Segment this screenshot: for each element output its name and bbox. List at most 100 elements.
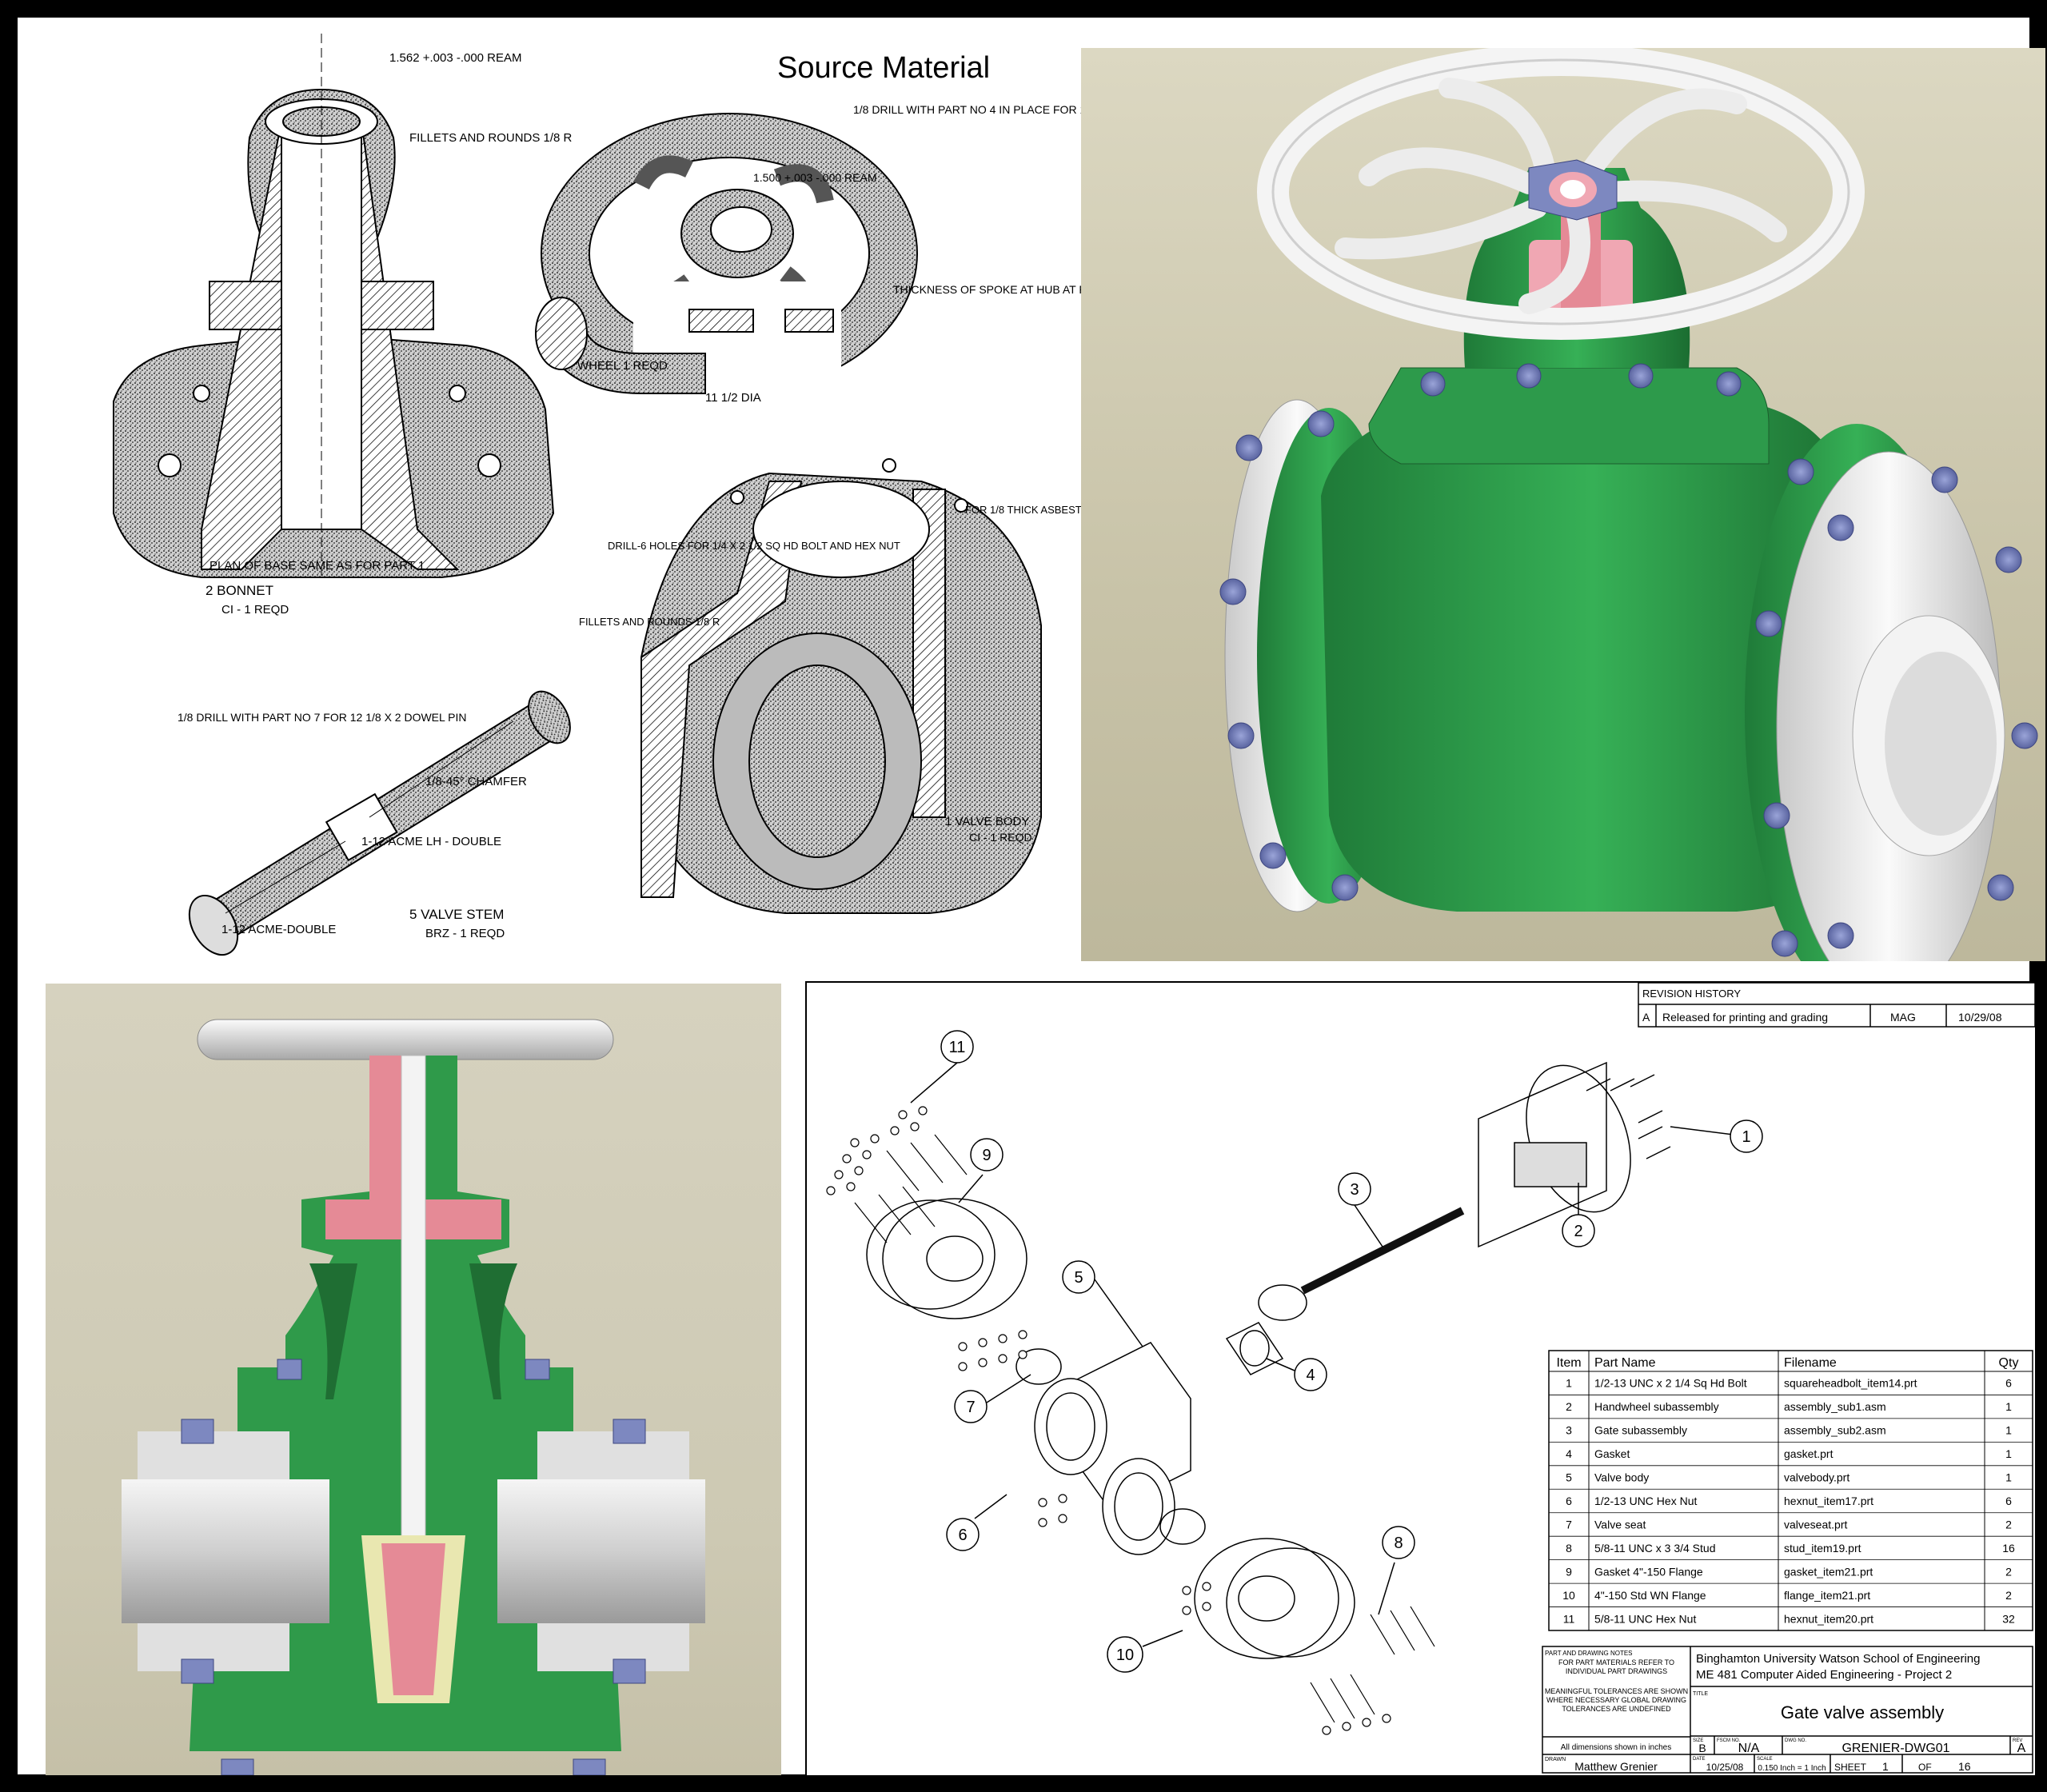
handwheel-spokes	[1335, 78, 1787, 314]
bom-filename: flange_item21.prt	[1784, 1589, 1870, 1602]
section-stem	[401, 1055, 426, 1560]
assembly-drawing: REVISION HISTORY A Released for printing…	[826, 983, 2035, 1774]
bom-filename: hexnut_item17.prt	[1784, 1495, 1873, 1507]
date-label: DATE	[1693, 1757, 1706, 1762]
flange-bolts	[1219, 363, 2038, 957]
valve-body-sketch	[640, 458, 1042, 914]
balloons	[910, 1030, 1763, 1673]
fscm-label: FSCM NO.	[1717, 1738, 1741, 1743]
bom-item: 7	[1566, 1518, 1572, 1531]
title-block	[1542, 1646, 2033, 1774]
rev-value: A	[2017, 1742, 2026, 1755]
bom-qty: 32	[2002, 1612, 2015, 1625]
bom-header-qty: Qty	[1999, 1356, 2019, 1370]
bom-qty: 6	[2005, 1495, 2012, 1507]
course-name: ME 481 Computer Aided Engineering - Proj…	[1696, 1668, 1952, 1682]
bom-header-file: Filename	[1784, 1356, 1837, 1370]
dwg-label: DWG NO.	[1785, 1738, 1806, 1743]
bonnet-sketch	[113, 34, 555, 578]
balloon-2-label: 2	[1574, 1223, 1582, 1240]
bom-part-name: 5/8-11 UNC x 3 3/4 Stud	[1594, 1542, 1715, 1555]
bom-filename: assembly_sub1.asm	[1784, 1400, 1886, 1413]
drawn-label: DRAWN	[1545, 1757, 1566, 1762]
bom-qty: 1	[2005, 1447, 2012, 1460]
bom-filename: valveseat.prt	[1784, 1518, 1847, 1531]
spoke-label: THICKNESS OF SPOKE AT HUB AT RIM	[893, 283, 1089, 296]
source-title: Source Material	[777, 51, 990, 85]
balloon-labels: 11 1 2 3 4 5 6 7 8 9 10	[949, 1039, 1751, 1664]
bom-item: 6	[1566, 1495, 1572, 1507]
bom-filename: assembly_sub2.asm	[1784, 1424, 1886, 1437]
balloon-5	[1062, 1260, 1095, 1294]
rev-label: REV	[2013, 1738, 2022, 1743]
fscm-value: N/A	[1738, 1742, 1760, 1755]
drill-holes: DRILL-6 HOLES FOR 1/4 X 2 1/2 SQ HD BOLT…	[608, 540, 900, 552]
revision-by: MAG	[1890, 1011, 1916, 1024]
bom-part-name: Valve seat	[1594, 1518, 1646, 1531]
pipe-bore-inner	[1885, 652, 1997, 836]
bom-qty: 2	[2005, 1589, 2012, 1602]
balloon-10-label: 10	[1116, 1646, 1134, 1664]
bom-qty: 16	[2002, 1542, 2015, 1555]
bom-filename: squareheadbolt_item14.prt	[1784, 1377, 1917, 1390]
source-material-panel: Source Material 1.562 +.003 -.000 REAM F…	[82, 18, 1089, 961]
bom-item: 4	[1566, 1447, 1572, 1460]
body-label: 1 VALVE BODY	[945, 815, 1029, 828]
valve-3d-render	[1219, 48, 2038, 961]
balloon-6-label: 6	[958, 1527, 967, 1544]
wheel-dia: 11 1/2 DIA	[705, 391, 761, 405]
bom-part-name: Handwheel subassembly	[1594, 1400, 1719, 1413]
bom-qty: 1	[2005, 1471, 2012, 1484]
balloon-11	[940, 1030, 974, 1064]
balloon-6	[946, 1518, 980, 1551]
source-sketches: Source Material 1.562 +.003 -.000 REAM F…	[113, 34, 1089, 956]
stem-spec: BRZ - 1 REQD	[425, 927, 505, 940]
stem-label: 5 VALVE STEM	[409, 907, 504, 922]
section-right-pipe	[497, 1479, 705, 1623]
scale-value: 0.150 Inch = 1 Inch	[1758, 1764, 1826, 1773]
plan-label: PLAN OF BASE SAME AS FOR PART 1	[209, 559, 425, 573]
isometric-render-panel	[1081, 48, 2045, 961]
dwg-value: GRENIER-DWG01	[1842, 1742, 1949, 1755]
drill-part7: 1/8 DRILL WITH PART NO 7 FOR 12 1/8 X 2 …	[178, 711, 467, 724]
acme-double: 1-12 ACME-DOUBLE	[221, 923, 336, 936]
scale-label: SCALE	[1757, 1757, 1773, 1762]
bom-qty: 6	[2005, 1377, 2012, 1390]
drawn-by: Matthew Grenier	[1574, 1760, 1658, 1773]
balloon-5-label: 5	[1074, 1269, 1083, 1287]
exploded-view	[866, 1061, 1671, 1659]
valve-stem-sketch	[188, 690, 571, 956]
section-packing	[369, 1056, 401, 1199]
acme-lh: 1-12 ACME LH - DOUBLE	[361, 835, 501, 848]
bom-qty: 1	[2005, 1400, 2012, 1413]
gasket-note: FOR 1/8 THICK ASBESTOS GASKET	[965, 504, 1089, 516]
section-left-pipe	[122, 1479, 329, 1623]
revision-date: 10/29/08	[1958, 1011, 2002, 1024]
bom-item: 10	[1562, 1589, 1575, 1602]
bom-filename: stud_item19.prt	[1784, 1542, 1861, 1555]
revision-rev: A	[1642, 1011, 1650, 1024]
stem-top-center	[1560, 180, 1586, 199]
sheet-label: SHEET	[1834, 1762, 1867, 1773]
note-2: MEANINGFUL TOLERANCES ARE SHOWN WHERE NE…	[1544, 1687, 1689, 1713]
balloon-3-label: 3	[1350, 1181, 1359, 1199]
ream-label: 1.562 +.003 -.000 REAM	[389, 51, 522, 65]
dims-note: All dimensions shown in inches	[1561, 1743, 1671, 1752]
notes-box: FOR PART MATERIALS REFER TO INDIVIDUAL P…	[1544, 1658, 1689, 1713]
sheets-value: 16	[1958, 1760, 1971, 1773]
bom-item: 1	[1566, 1377, 1572, 1390]
valve-body	[1321, 400, 1865, 912]
balloon-1-label: 1	[1742, 1128, 1750, 1146]
bom-part-name: 1/2-13 UNC x 2 1/4 Sq Hd Bolt	[1594, 1377, 1747, 1390]
balloon-8-label: 8	[1394, 1535, 1403, 1552]
